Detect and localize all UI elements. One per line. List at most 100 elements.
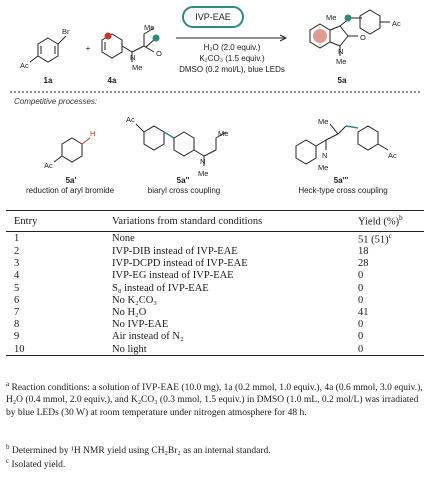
header-yield-text: Yield (%)	[358, 216, 400, 228]
row-entry: 9	[14, 331, 20, 343]
row-variation: No H₂O	[112, 307, 147, 319]
header-entry: Entry	[6, 210, 112, 232]
conditions-line3: DMSO (0.2 mol/L), blue LEDs	[179, 65, 285, 74]
header-yield: Yield (%)b	[358, 210, 424, 232]
table-row: 4 IVP-EG instead of IVP-EAE 0	[6, 270, 424, 282]
label-o-4a: O	[156, 49, 162, 58]
side-product-label-1: 5a'	[65, 176, 77, 185]
reactant1-label: 1a	[43, 76, 53, 85]
row-yield-value: 51 (51)	[358, 234, 389, 246]
label-me2-5a2: Me	[218, 129, 228, 138]
label-n-5a: N	[338, 47, 343, 56]
row-entry: 3	[14, 258, 20, 270]
row-yield: 0	[358, 282, 364, 294]
table-header-row: Entry Variations from standard condition…	[6, 210, 424, 232]
label-ac-1a: Ac	[20, 61, 29, 70]
row-entry: 7	[14, 307, 20, 319]
footnote-a-mark: a	[6, 380, 10, 388]
row-entry: 4	[14, 270, 20, 282]
table-row: 8 No IVP-EAE 0	[6, 319, 424, 331]
red-highlight	[313, 29, 327, 43]
row-entry: 5	[14, 282, 20, 294]
side-product-label-3: 5a'''	[333, 176, 349, 185]
row-variation: No light	[112, 343, 358, 357]
footnote-a-text: Reaction conditions: a solution of IVP-E…	[6, 383, 423, 418]
header-variation: Variations from standard conditions	[112, 210, 358, 232]
footnote-a: a Reaction conditions: a solution of IVP…	[6, 378, 424, 419]
catalyst-badge: IVP-EAE	[182, 6, 244, 28]
label-me2-5a3: Me	[318, 163, 328, 172]
footnote-c-text: Isolated yield.	[11, 460, 66, 471]
row-yield: 18	[358, 246, 369, 258]
row-entry: 1	[14, 233, 20, 245]
footnote-c: c Isolated yield.	[6, 455, 424, 471]
label-me-5a3: Me	[318, 117, 328, 126]
footnote-b-mark: b	[6, 443, 10, 451]
label-me-5a2: Me	[198, 169, 208, 178]
conditions-table: Entry Variations from standard condition…	[6, 210, 424, 357]
row-variation: No K₂CO₃	[112, 294, 157, 306]
side-product-label-2: 5a''	[176, 176, 190, 185]
label-me-4a: Me	[132, 63, 142, 72]
row-variation: IVP-EG instead of IVP-EAE	[112, 270, 234, 282]
row-variation: None	[112, 233, 135, 245]
scheme-drawing: Br Ac Me N Me O Me N Me O Ac H Ac Ac N M…	[10, 9, 420, 178]
table-row: 2 IVP-DIB instead of IVP-EAE 18	[6, 246, 424, 258]
footnote-b: b Determined by ¹H NMR yield using CH₂Br…	[6, 441, 424, 457]
table-row: 1 None 51 (51)c	[6, 232, 424, 246]
row-yield: 0	[358, 294, 364, 306]
row-yield: 0	[358, 270, 364, 282]
teal-highlight	[344, 14, 352, 22]
row-variation: IVP-DIB instead of IVP-EAE	[112, 246, 238, 258]
label-n-5a2: N	[200, 157, 205, 166]
reaction-scheme: Br Ac Me N Me O Me N Me O Ac H Ac Ac N M…	[0, 0, 429, 210]
table-row: 6 No K₂CO₃ 0	[6, 294, 424, 306]
plus-sign: +	[85, 44, 91, 53]
row-entry: 10	[6, 343, 112, 357]
table-row: 7 No H₂O 41	[6, 306, 424, 318]
reactant2-label: 4a	[107, 76, 117, 85]
label-ac-5a: Ac	[392, 19, 401, 28]
footnote-c-mark: c	[6, 457, 10, 465]
row-variation: Air instead of N₂	[112, 331, 184, 343]
label-o-5a: O	[360, 33, 366, 42]
label-n-5a3: N	[322, 151, 327, 160]
label-me-5a: Me	[326, 13, 336, 22]
row-yield: 0	[358, 319, 364, 331]
row-yield: 51 (51)c	[358, 232, 424, 246]
row-yield: 0	[358, 343, 424, 357]
conditions-line1: H₂O (2.0 equiv.)	[203, 43, 261, 52]
row-variation: No IVP-EAE	[112, 319, 169, 331]
label-me2-5a: Me	[336, 57, 346, 66]
row-entry: 8	[14, 319, 20, 331]
row-variation: S₈ instead of IVP-EAE	[112, 282, 209, 294]
row-yield: 28	[358, 258, 369, 270]
label-br: Br	[62, 27, 70, 36]
label-h: H	[90, 129, 95, 138]
row-yield-note: c	[388, 232, 392, 240]
label-me2-4a: Me	[144, 23, 154, 32]
ring-4a	[101, 33, 123, 59]
competitive-title: Competitive processes:	[14, 97, 98, 106]
row-yield: 41	[358, 307, 369, 319]
teal-marker	[152, 34, 160, 42]
label-ac-5a3: Ac	[388, 151, 397, 160]
table-row: 3 IVP-DCPD instead of IVP-EAE 28	[6, 258, 424, 270]
side-product-caption-3: Heck-type cross coupling	[298, 186, 388, 195]
row-entry: 2	[14, 246, 20, 258]
footnote-b-text: Determined by ¹H NMR yield using CH₂Br₂ …	[11, 446, 271, 457]
label-n-4a: N	[130, 53, 135, 62]
row-yield: 0	[358, 331, 364, 343]
conditions-line2: K₂CO₃ (1.5 equiv.)	[199, 54, 265, 63]
label-ac-5a1: Ac	[44, 161, 53, 170]
red-marker	[104, 32, 112, 40]
table-row: 5 S₈ instead of IVP-EAE 0	[6, 282, 424, 294]
table-row: 9 Air instead of N₂ 0	[6, 331, 424, 343]
side-product-caption-1: reduction of aryl bromide	[25, 186, 115, 195]
row-entry: 6	[14, 294, 20, 306]
header-yield-note: b	[399, 214, 403, 223]
label-ac-5a2: Ac	[126, 115, 135, 124]
row-variation: IVP-DCPD instead of IVP-EAE	[112, 258, 248, 270]
side-product-caption-2: biaryl cross coupling	[147, 186, 221, 195]
